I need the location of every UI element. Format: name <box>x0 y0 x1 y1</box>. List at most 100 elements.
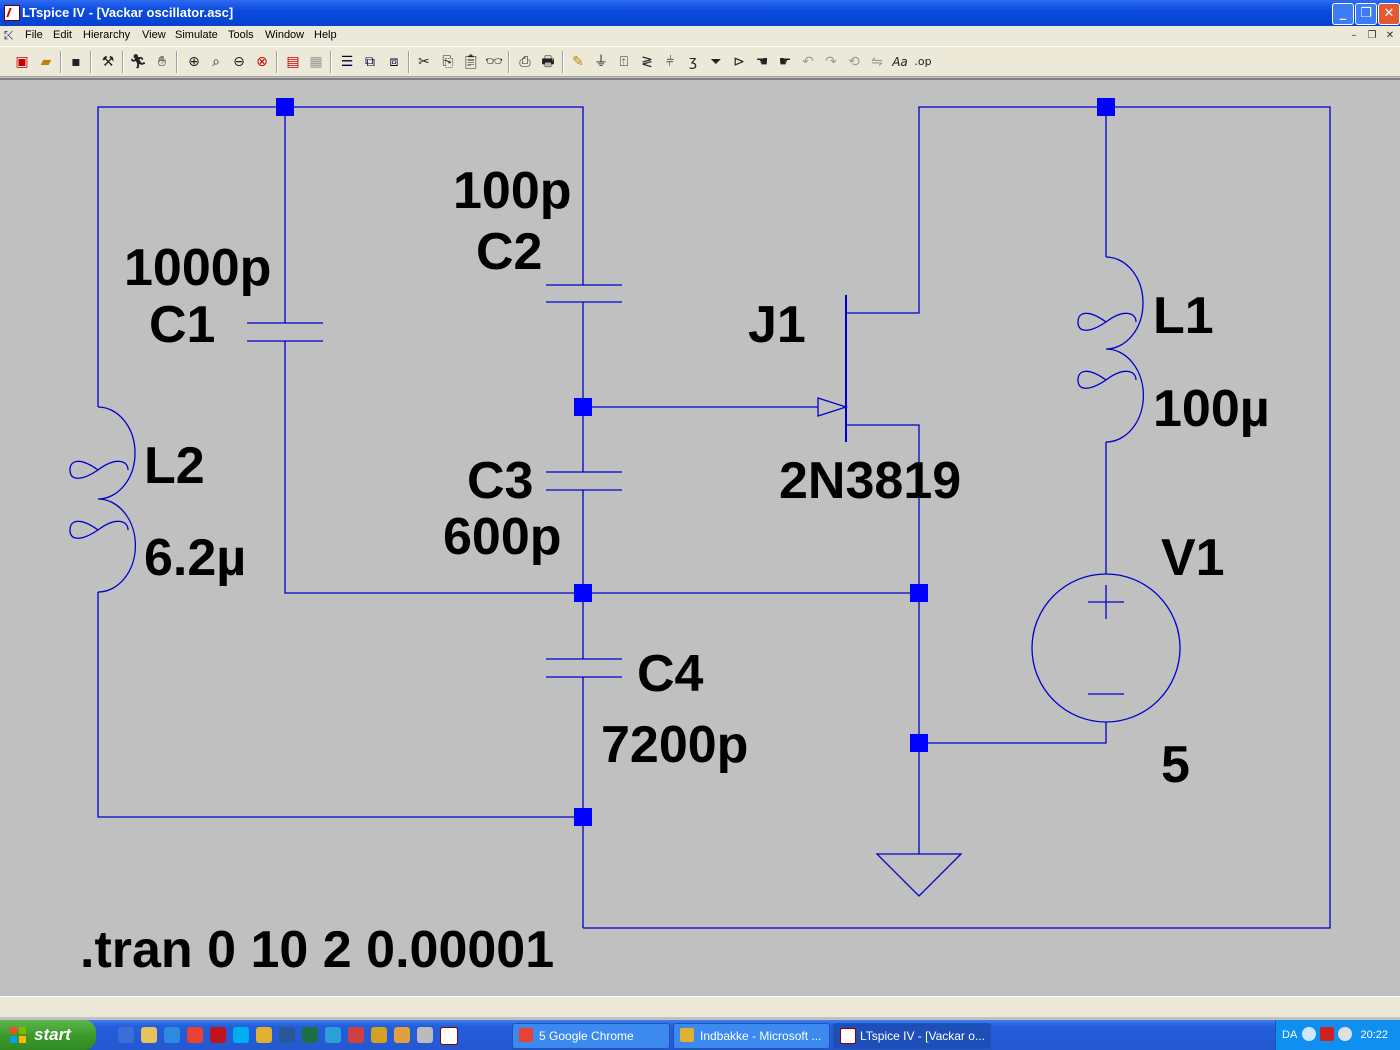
find-binoculars-icon[interactable]: 👓︎ <box>485 54 503 70</box>
tile-horizontal-icon[interactable]: ☰ <box>340 54 354 70</box>
menu-window[interactable]: Window <box>265 29 305 41</box>
menu-tools[interactable]: Tools <box>228 29 254 41</box>
c1-name[interactable]: C1 <box>149 296 215 354</box>
app-icon[interactable] <box>394 1027 410 1043</box>
explorer-icon[interactable] <box>141 1027 157 1043</box>
document-icon[interactable]: ⤪ <box>4 28 14 42</box>
mcafee-icon[interactable] <box>1320 1027 1334 1041</box>
mdi-minimize-button[interactable]: – <box>1351 30 1357 41</box>
zoom-in-icon[interactable]: ⊕ <box>188 54 200 70</box>
redo-icon[interactable]: ↷ <box>825 54 837 70</box>
paste-icon[interactable]: 📋︎ <box>462 54 480 70</box>
zoom-out-icon[interactable]: ⊖ <box>233 54 245 70</box>
plot-settings-icon[interactable]: ▦ <box>309 54 323 70</box>
cut-scissors-icon[interactable]: ✂ <box>418 54 430 70</box>
menu-edit[interactable]: Edit <box>53 29 72 41</box>
halt-hand-icon[interactable]: ✋︎ <box>158 54 166 70</box>
maximize-button[interactable]: ❐ <box>1355 3 1377 25</box>
v1-voltage-source[interactable] <box>1031 573 1181 723</box>
start-button[interactable]: start <box>0 1020 96 1050</box>
zoom-fit-icon[interactable]: ⊗ <box>256 54 268 70</box>
network-icon[interactable] <box>1302 1027 1316 1041</box>
show-desktop-icon[interactable] <box>118 1027 134 1043</box>
app-icon[interactable] <box>325 1027 341 1043</box>
chrome-icon[interactable] <box>187 1027 203 1043</box>
wire-v1-minus[interactable] <box>919 722 1107 744</box>
menu-view[interactable]: View <box>142 29 166 41</box>
wire-l2-bottom[interactable] <box>97 592 583 818</box>
open-folder-icon[interactable]: ▰ <box>40 54 52 70</box>
component-icon[interactable]: ⊳ <box>733 54 745 70</box>
task-google-chrome[interactable]: 5 Google Chrome <box>512 1023 670 1049</box>
ltspice-icon[interactable] <box>440 1027 458 1045</box>
mirror-icon[interactable]: ⇋ <box>871 54 883 70</box>
print-icon[interactable]: 🖶︎ <box>541 54 555 70</box>
clock[interactable]: 20:22 <box>1360 1029 1388 1041</box>
draw-wire-pencil-icon[interactable]: ✎ <box>572 54 584 70</box>
drag-hand-icon[interactable]: ☛ <box>778 54 792 70</box>
junction-dot[interactable] <box>574 584 592 602</box>
label-net-icon[interactable]: ⍐ <box>619 54 629 70</box>
capacitor-icon[interactable]: ⫩ <box>665 54 675 70</box>
close-button[interactable]: ✕ <box>1378 3 1400 25</box>
wire-top-left[interactable] <box>97 106 584 407</box>
junction-dot[interactable] <box>1097 98 1115 116</box>
ltspice-app-icon[interactable] <box>4 5 20 21</box>
tile-vertical-icon[interactable]: ⧈ <box>389 54 399 70</box>
v1-name[interactable]: V1 <box>1161 529 1225 587</box>
j1-name[interactable]: J1 <box>748 296 806 354</box>
junction-dot[interactable] <box>910 584 928 602</box>
ground-symbol[interactable] <box>875 853 963 897</box>
copy-icon[interactable]: ⎘ <box>442 54 454 70</box>
inductor-icon[interactable]: ʒ <box>688 54 698 70</box>
excel-icon[interactable] <box>302 1027 318 1043</box>
l2-name[interactable]: L2 <box>144 437 205 495</box>
v1-value[interactable]: 5 <box>1161 736 1190 794</box>
app-icon[interactable] <box>348 1027 364 1043</box>
app-icon[interactable] <box>371 1027 387 1043</box>
junction-dot[interactable] <box>574 398 592 416</box>
spice-directive[interactable]: .tran 0 10 2 0.00001 <box>80 921 554 979</box>
autorange-plot-icon[interactable]: ▤ <box>286 54 300 70</box>
j1-jfet-symbol[interactable] <box>817 295 849 442</box>
new-schematic-icon[interactable]: ▣ <box>15 54 29 70</box>
cascade-windows-icon[interactable]: ⧉ <box>365 54 375 70</box>
outlook-icon[interactable] <box>256 1027 272 1043</box>
acrobat-icon[interactable] <box>210 1027 226 1043</box>
rotate-icon[interactable]: ⟲ <box>848 54 860 70</box>
language-indicator[interactable]: DA <box>1282 1029 1298 1041</box>
l2-value[interactable]: 6.2µ <box>144 529 246 587</box>
wire-source-ground[interactable] <box>846 424 920 854</box>
run-icon[interactable]: 🏃︎ <box>129 54 147 70</box>
l2-coil[interactable] <box>69 406 137 593</box>
mdi-restore-button[interactable]: ❐ <box>1367 30 1377 41</box>
internet-explorer-icon[interactable] <box>164 1027 180 1043</box>
c2-name[interactable]: C2 <box>476 223 542 281</box>
diode-icon[interactable]: ⏷ <box>710 54 722 70</box>
skype-icon[interactable] <box>233 1027 249 1043</box>
junction-dot[interactable] <box>574 808 592 826</box>
junction-dot[interactable] <box>910 734 928 752</box>
print-preview-icon[interactable]: ⎙ <box>519 54 531 70</box>
mdi-close-button[interactable]: ✕ <box>1385 30 1395 41</box>
schematic-canvas[interactable]: 1000p C1 100p C2 C3 600p C4 7200p L2 6.2… <box>0 78 1400 998</box>
resistor-icon[interactable]: ≷ <box>641 54 653 70</box>
j1-value[interactable]: 2N3819 <box>779 452 961 510</box>
zoom-pan-icon[interactable]: ⌕ <box>212 54 220 70</box>
l1-value[interactable]: 100µ <box>1153 380 1270 438</box>
c4-value[interactable]: 7200p <box>601 716 748 774</box>
save-icon[interactable]: ▪ <box>71 54 81 70</box>
c1-value[interactable]: 1000p <box>124 239 271 297</box>
menu-help[interactable]: Help <box>314 29 337 41</box>
c3-name[interactable]: C3 <box>467 452 533 510</box>
menu-hierarchy[interactable]: Hierarchy <box>83 29 131 41</box>
wire-c1-bottom[interactable] <box>284 341 919 594</box>
wire-right-loop[interactable] <box>583 106 1331 929</box>
menu-simulate[interactable]: Simulate <box>175 29 218 41</box>
c4-name[interactable]: C4 <box>637 645 704 703</box>
move-hand-icon[interactable]: ☚ <box>755 54 769 70</box>
l1-coil[interactable] <box>1077 256 1145 443</box>
word-icon[interactable] <box>279 1027 295 1043</box>
text-tool-icon[interactable]: Aa <box>892 55 908 69</box>
minimize-button[interactable]: _ <box>1332 3 1354 25</box>
